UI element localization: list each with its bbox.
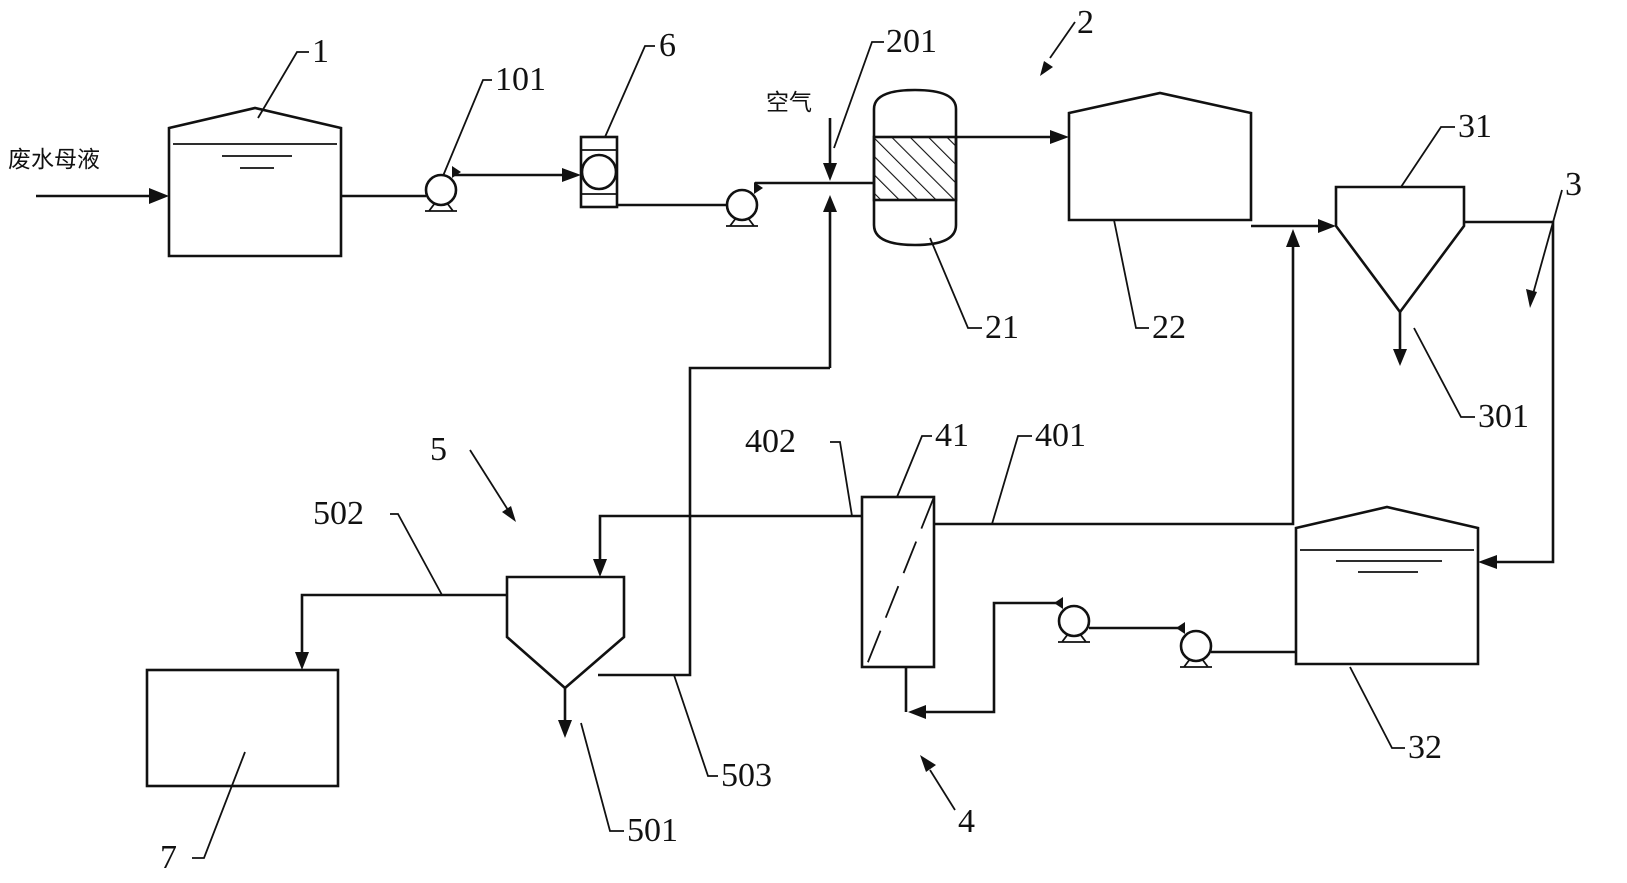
label-32: 32 — [1408, 729, 1442, 766]
label-2: 2 — [1077, 4, 1094, 41]
label-402: 402 — [745, 423, 796, 460]
labels: 废水母液 空气 1 101 6 201 2 21 22 31 3 301 32 … — [8, 4, 1582, 876]
label-6: 6 — [659, 27, 676, 64]
unit-6 — [579, 135, 619, 209]
label-101: 101 — [495, 61, 546, 98]
tank-1 — [167, 106, 343, 258]
label-22: 22 — [1152, 309, 1186, 346]
tank-7 — [145, 668, 340, 788]
label-502: 502 — [313, 495, 364, 532]
label-31: 31 — [1458, 108, 1492, 145]
label-301: 301 — [1478, 398, 1529, 435]
reactor-21 — [872, 88, 958, 247]
label-7: 7 — [160, 839, 177, 876]
pipelines — [36, 118, 1555, 738]
label-41: 41 — [935, 417, 969, 454]
pump-feed — [725, 182, 763, 227]
label-201: 201 — [886, 23, 937, 60]
label-1: 1 — [312, 33, 329, 70]
feed-label: 废水母液 — [8, 147, 100, 173]
label-503: 503 — [721, 757, 772, 794]
label-4: 4 — [958, 803, 975, 840]
pump-101 — [424, 166, 461, 212]
label-21: 21 — [985, 309, 1019, 346]
settler-5 — [505, 575, 626, 690]
settler-31 — [1334, 185, 1466, 315]
label-401: 401 — [1035, 417, 1086, 454]
leader-lines — [192, 21, 1563, 859]
tank-32 — [1294, 505, 1480, 666]
air-label: 空气 — [766, 90, 812, 116]
label-5: 5 — [430, 431, 447, 468]
membrane-41 — [860, 495, 936, 669]
pump-return-a — [1176, 622, 1213, 668]
label-501: 501 — [627, 812, 678, 849]
label-3: 3 — [1565, 166, 1582, 203]
tank-22 — [1067, 91, 1253, 222]
